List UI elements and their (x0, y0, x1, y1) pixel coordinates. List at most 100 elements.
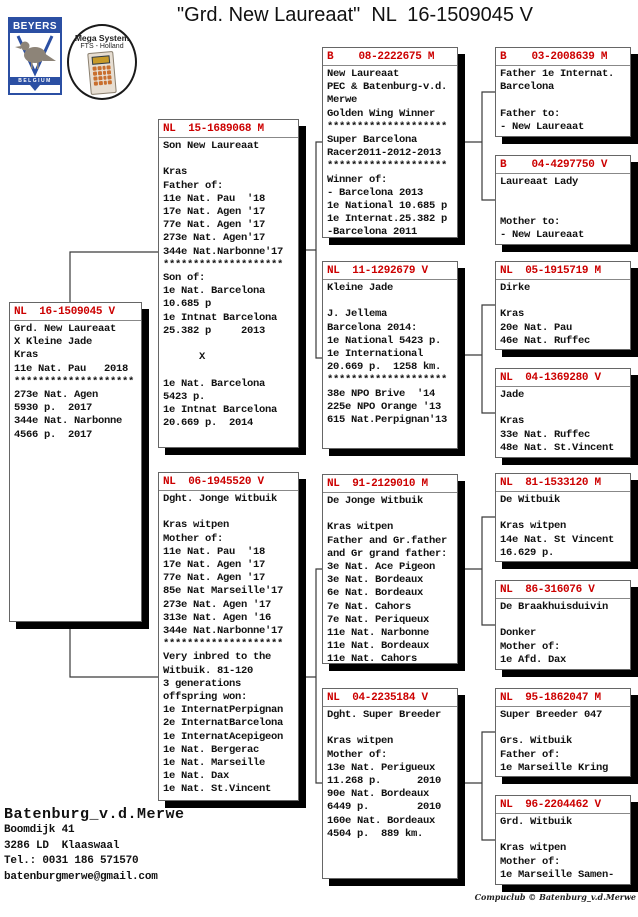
ring-number: NL 86-316076 V (496, 581, 630, 599)
box-line: 38e NPO Brive '14 (327, 387, 436, 400)
box-line: 85e Nat Marseille'17 (163, 585, 284, 598)
box-line: Jade (500, 389, 525, 401)
box-line: 7e Nat. Cahors (327, 600, 412, 613)
box-line (163, 338, 295, 351)
box-line: - Barcelona 2013 (327, 186, 424, 199)
beyers-logo-name: BEYERS (10, 19, 60, 33)
ring-number: NL 04-2235184 V (323, 689, 457, 707)
owner-street: Boomdijk 41 (4, 824, 75, 836)
box-line: Winner of: (327, 173, 388, 186)
pedigree-box-nl96: NL 96-2204462 V Grd. Witbuik Kras witpen… (495, 795, 631, 885)
ring-number: NL 81-1533120 M (496, 474, 630, 492)
box-line: New Laureaat (327, 68, 400, 80)
pedigree-box-nl86: NL 86-316076 V De Braakhuisduivin Donker… (495, 580, 631, 670)
box-line: Kras witpen (500, 520, 567, 533)
box-line (500, 94, 627, 107)
box-line: 1e Nat. Marseille (163, 757, 266, 770)
box-line: Super Barcelona (327, 134, 418, 147)
box-line: J. Jellema (327, 308, 388, 321)
box-line: X Kleine Jade (14, 336, 93, 349)
box-line: 20.669 p. 2014 (163, 417, 254, 430)
box-line: Kras witpen (163, 519, 230, 532)
ring-number: NL 06-1945520 V (159, 473, 298, 491)
box-line: Dght. Super Breeder (327, 709, 442, 721)
box-line (500, 402, 627, 415)
ring-number: NL 91-2129010 M (323, 475, 457, 493)
pedigree-box-nl06: NL 06-1945520 V Dght. Jonge Witbuik Kras… (158, 472, 299, 801)
box-line: Kras (500, 308, 525, 321)
box-line: 3 generations (163, 677, 242, 690)
box-line: 77e Nat. Agen '17 (163, 572, 266, 585)
box-line: 615 Nat.Perpignan'13 (327, 414, 448, 427)
box-line (500, 189, 627, 202)
box-line: 273e Nat. Agen'17 (163, 232, 266, 245)
box-line: 11e Nat. Cahors (327, 653, 418, 664)
box-line: 3e Nat. Ace Pigeon (327, 561, 436, 574)
box-line: Father of: (163, 179, 224, 192)
box-line: ******************** (327, 374, 448, 387)
box-line: 1e InternatAcepigeon (163, 730, 284, 743)
ring-number: NL 16-1509045 V (10, 303, 141, 321)
box-line: 344e Nat. Narbonne (14, 415, 123, 428)
box-line: Grs. Witbuik (500, 735, 573, 748)
box-line: Laureaat Lady (500, 176, 579, 188)
credit-line: Compuclub © Batenburg_v.d.Merwe (474, 892, 636, 902)
box-line: Kras (14, 349, 39, 362)
box-line: Mother of: (500, 855, 561, 868)
box-line: 16.629 p. (500, 546, 555, 559)
pedigree-box-nl04: NL 04-2235184 V Dght. Super Breeder Kras… (322, 688, 458, 879)
box-line: 3e Nat. Bordeaux (327, 574, 424, 587)
box-line (500, 202, 627, 215)
box-line: Mother of: (327, 748, 388, 761)
box-line: Father 1e Internat. (500, 68, 615, 80)
ring-number: NL 15-1689068 M (159, 120, 298, 138)
box-line: Son New Laureaat (163, 140, 260, 152)
box-line: 1e Afd. Dax (500, 653, 567, 666)
box-line: ******************** (163, 638, 284, 651)
box-line: 20.669 p. 1258 km. (327, 361, 442, 374)
box-line: Super Breeder 047 (500, 709, 603, 721)
box-line: 4504 p. 889 km. (327, 827, 424, 840)
box-line: Father and Gr.father (327, 534, 448, 547)
box-line: ******************** (163, 258, 284, 271)
box-line: Racer2011-2012-2013 (327, 147, 442, 160)
box-line: 1e Nat. Dax (163, 770, 230, 783)
box-line: 20e Nat. Pau (500, 321, 573, 334)
box-line: Kleine Jade (327, 282, 394, 294)
box-line: offspring won: (163, 691, 248, 704)
box-line: 25.382 p 2013 (163, 324, 266, 337)
box-line: 6e Nat. Bordeaux (327, 587, 424, 600)
box-line: De Witbuik (500, 494, 561, 506)
box-line: 1e Intnat Barcelona (163, 311, 278, 324)
box-line: 11e Nat. Pau '18 (163, 545, 266, 558)
box-line: 17e Nat. Agen '17 (163, 206, 266, 219)
box-line (163, 364, 295, 377)
box-line (163, 153, 295, 166)
box-line: Witbuik. 81-120 (163, 664, 254, 677)
beyers-v-icon (30, 85, 40, 91)
box-line: 344e Nat.Narbonne'17 (163, 245, 284, 258)
box-line: 33e Nat. Ruffec (500, 428, 591, 441)
box-line: 1e Nat. St.Vincent (163, 783, 272, 796)
box-line: 1e InternatPerpignan (163, 704, 284, 717)
box-line: - New Laureaat (500, 228, 585, 241)
beyers-logo-country: BELGIUM (10, 77, 60, 85)
ring-number: NL 95-1862047 M (496, 689, 630, 707)
box-line: 273e Nat. Agen (14, 389, 99, 402)
box-line: 11e Nat. Narbonne (327, 627, 430, 640)
ring-number: B 08-2222675 M (323, 48, 457, 66)
box-line: Son of: (163, 272, 206, 285)
